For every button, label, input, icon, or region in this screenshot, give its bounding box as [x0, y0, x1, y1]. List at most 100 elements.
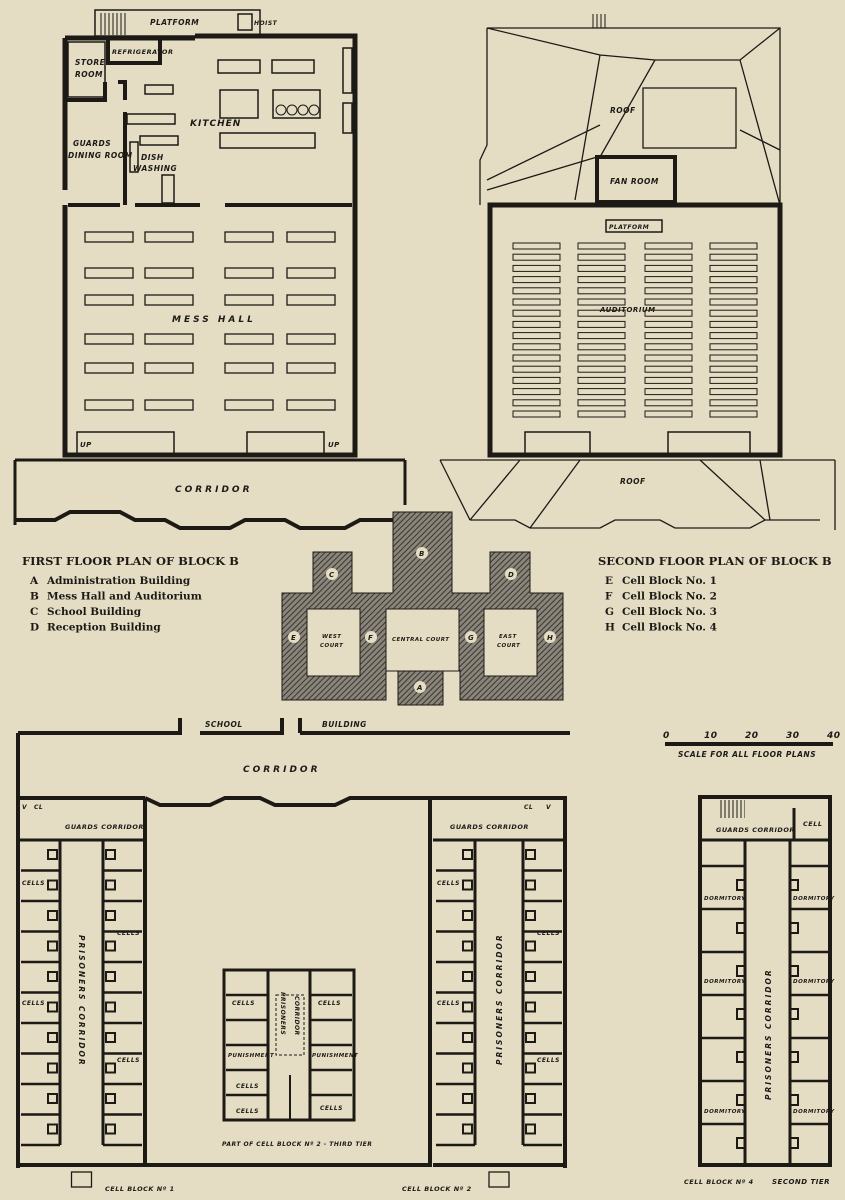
east-court-label: COURT [497, 643, 521, 649]
seat-row [644, 287, 693, 295]
cells-label: CELLS [236, 1108, 259, 1115]
cell-block-2-caption: CELL BLOCK Nº 2 [402, 1185, 472, 1193]
cells-label: CELLS [117, 1057, 140, 1064]
cells-label: CELLS [236, 1083, 259, 1090]
seat-row [709, 253, 758, 261]
scale-tick-label: 40 [826, 731, 841, 741]
seat-row [577, 343, 626, 351]
seat-row [709, 376, 758, 384]
building-label: BUILDING [322, 720, 367, 729]
auditorium-label: AUDITORIUM [599, 306, 656, 314]
roof-label-top: ROOF [610, 106, 636, 115]
stair-up-right [246, 431, 325, 455]
central-court-label: CENTRAL COURT [392, 637, 450, 643]
second-floor-plan: ROOF FAN ROOM PLATFORM AUDITORIUM ROOF [439, 14, 836, 530]
seat-row [644, 410, 693, 418]
seat-row [512, 332, 561, 340]
scale-bar-line [665, 742, 833, 746]
legend-key: D [30, 622, 39, 634]
cell-fixture [47, 1032, 58, 1043]
seat-row [512, 410, 561, 418]
legend-label: Administration Building [46, 575, 191, 587]
legend-key: G [605, 606, 614, 618]
seat-row [644, 399, 693, 407]
inner-corridor-label: PRISONERS [279, 992, 286, 1035]
seat-row [709, 365, 758, 373]
seat-row [709, 264, 758, 272]
seat-row [512, 287, 561, 295]
dormitory-fixture [736, 922, 746, 934]
cell-fixture [47, 1062, 58, 1074]
mess-table [84, 333, 134, 345]
mess-table [224, 267, 274, 279]
cabinet [342, 102, 353, 134]
legend-label: Cell Block No. 1 [622, 575, 717, 587]
seat-row [512, 354, 561, 362]
key-letter: F [368, 634, 373, 642]
cell-fixture [105, 1062, 116, 1074]
seat-row [644, 298, 693, 306]
prisoners-corridor-label: PRISONERS CORRIDOR [495, 933, 504, 1065]
seat-row [512, 399, 561, 407]
mess-table [286, 333, 336, 345]
cell-fixture [105, 1093, 116, 1104]
seat-row [577, 376, 626, 384]
mess-table [286, 399, 336, 411]
cell-fixture [462, 971, 473, 982]
seat-row [577, 276, 626, 284]
block4-caption: SECOND TIER [772, 1178, 830, 1186]
kitchen-table [217, 59, 261, 74]
dish-washing-label: DISH [141, 153, 164, 162]
mess-table [84, 294, 134, 306]
seat-row [512, 253, 561, 261]
legend-key: H [605, 622, 615, 634]
west-court [306, 608, 361, 677]
legend-label: Cell Block No. 3 [622, 606, 717, 618]
legend-label: Cell Block No. 2 [622, 591, 717, 603]
legend-key: E [605, 575, 613, 587]
mess-table [144, 231, 194, 243]
seat-row [512, 276, 561, 284]
cl-label: CL [34, 804, 43, 811]
platform-label: PLATFORM [150, 18, 199, 27]
dormitory-fixture [736, 1094, 746, 1106]
seat-row [644, 242, 693, 250]
store-room-label: STORE [75, 58, 106, 67]
cell-fixture [47, 879, 58, 891]
seat-row [577, 399, 626, 407]
cell-fixture [525, 910, 536, 921]
cell-fixture [462, 1093, 473, 1104]
cell-fixture [105, 849, 116, 860]
seat-row [709, 399, 758, 407]
counter [139, 135, 179, 146]
seat-row [709, 298, 758, 306]
cell-fixture [47, 1093, 58, 1104]
east-court [483, 608, 538, 677]
seat-row [512, 298, 561, 306]
cell-fixture [47, 1001, 58, 1013]
cell-fixture [105, 971, 116, 982]
first-floor-plan: PLATFORM HOIST REFRIGERATOR STORE ROOM G… [13, 9, 407, 530]
block4-dormitories [702, 840, 828, 1165]
seat-row [644, 276, 693, 284]
dormitory-fixture [736, 1137, 746, 1149]
seat-row [644, 376, 693, 384]
store-room-label: ROOM [75, 70, 103, 79]
seat-row [512, 365, 561, 373]
scale-tick-label: 20 [745, 731, 759, 741]
seat-row [709, 242, 758, 250]
cells-label: CELLS [22, 1000, 45, 1007]
mess-table [144, 333, 194, 345]
range [219, 89, 259, 119]
dormitory-fixture [736, 1051, 746, 1063]
stair-up-left [76, 431, 175, 455]
seat-row [512, 343, 561, 351]
seat-row [577, 388, 626, 396]
kitchen-table [271, 59, 315, 74]
legend-title: FIRST FLOOR PLAN OF BLOCK B [22, 554, 239, 568]
